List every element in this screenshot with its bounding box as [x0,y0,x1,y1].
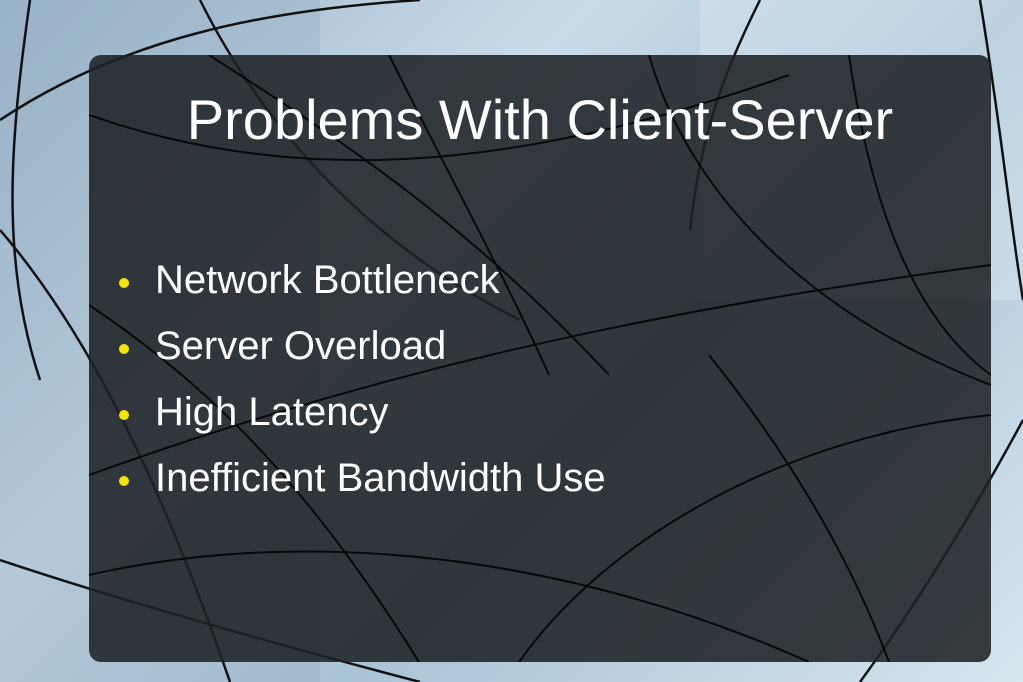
bullet-dot-icon [119,410,129,420]
content-panel: Problems With Client-Server Network Bott… [89,55,991,662]
bullet-dot-icon [119,344,129,354]
bullet-item: Network Bottleneck [119,247,606,313]
bullet-text: Server Overload [155,324,447,368]
bullet-dot-icon [119,278,129,288]
bullet-list: Network Bottleneck Server Overload High … [119,247,606,511]
slide-title: Problems With Client-Server [186,88,894,151]
bullet-item: Server Overload [119,313,606,379]
bullet-text: Network Bottleneck [155,258,500,302]
bullet-dot-icon [119,476,129,486]
bullet-text: High Latency [155,390,389,434]
panel-line-art [89,55,991,662]
bullet-text: Inefficient Bandwidth Use [155,456,606,500]
bullet-item: High Latency [119,379,606,445]
bullet-item: Inefficient Bandwidth Use [119,445,606,511]
